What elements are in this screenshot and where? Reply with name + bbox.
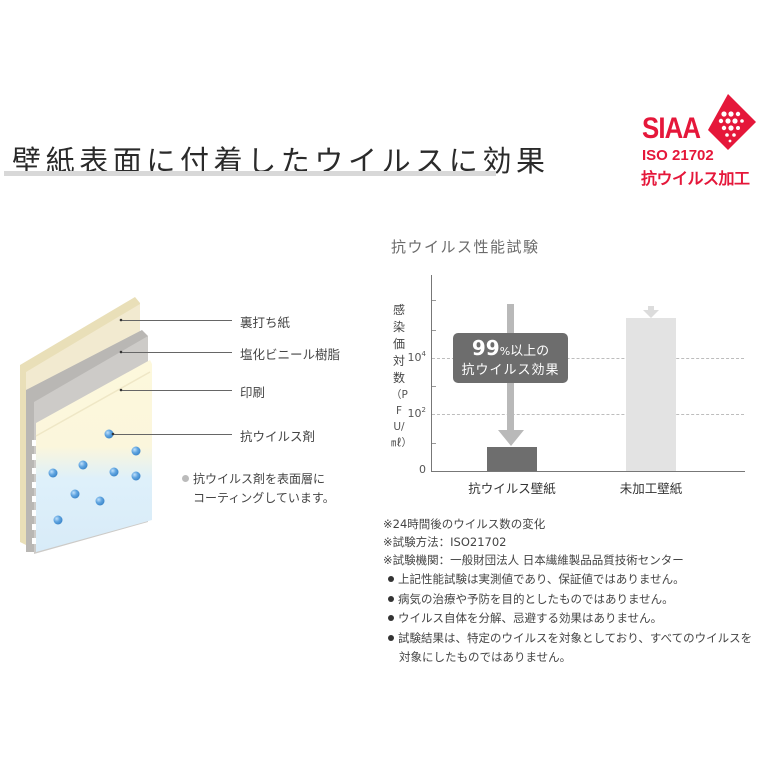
coating-note-line-1: 抗ウイルス剤を表面層に <box>193 472 326 486</box>
leader-line-antiviral <box>114 434 232 435</box>
callout-line-2: 抗ウイルス効果 <box>461 363 560 378</box>
y-tick <box>432 330 436 331</box>
chart-title: 抗ウイルス性能試験 <box>391 238 540 256</box>
note-line: ※24時間後のウイルス数の変化 <box>383 517 546 531</box>
disclaimer-item: 上記性能試験は実測値であり、保証値ではありません。 <box>388 570 752 590</box>
siaa-label: 抗ウイルス加工 <box>641 169 750 188</box>
y-tick-label-10-2: 102 <box>407 406 426 420</box>
siaa-diamond-icon <box>708 94 756 150</box>
disclaimer-continuation: 対象にしたものではありません。 <box>399 650 572 664</box>
note-line: ※試験機関：一般財団法人 日本繊維製品品質技術センター <box>383 553 684 567</box>
siaa-brand: SIAA <box>642 112 701 145</box>
leader-line-pvc <box>122 352 232 353</box>
callout-number: 99 <box>471 336 500 360</box>
layer-label-antiviral-agent: 抗ウイルス剤 <box>240 429 316 444</box>
disclaimers: 上記性能試験は実測値であり、保証値ではありません。 病気の治療や予防を目的とした… <box>388 570 752 668</box>
title-underline <box>4 171 496 176</box>
x-label-antiviral-wallpaper: 抗ウイルス壁紙 <box>468 481 556 496</box>
y-tick-label-10-4: 104 <box>407 350 426 364</box>
siaa-logo: SIAA ISO 21702 抗ウイルス加工 <box>636 92 756 192</box>
bullet-icon <box>388 576 394 582</box>
bar-untreated-wallpaper <box>626 318 676 471</box>
leader-line-print <box>122 390 232 391</box>
callout-percent: % <box>499 345 511 358</box>
gridline-10-4 <box>432 358 744 359</box>
layer-label-print: 印刷 <box>240 385 266 400</box>
gridline-10-2 <box>432 414 744 415</box>
disclaimer-item: 病気の治療や予防を目的としたものではありません。 <box>388 590 752 610</box>
disclaimer-item: 試験結果は、特定のウイルスを対象としており、すべてのウイルスを <box>388 629 752 649</box>
y-tick <box>432 443 436 444</box>
layer-label-pvc-resin: 塩化ビニール樹脂 <box>240 347 341 362</box>
x-axis <box>431 471 745 472</box>
small-down-arrow-icon <box>643 306 659 318</box>
x-label-untreated-wallpaper: 未加工壁紙 <box>619 481 683 496</box>
bullet-icon <box>388 595 394 602</box>
y-tick-label-0: 0 <box>419 463 426 476</box>
y-tick <box>432 300 436 301</box>
y-axis-unit: （PFU/㎖） <box>391 389 412 449</box>
bullet-icon <box>182 475 189 482</box>
coating-note-line-2: コーティングしています。 <box>193 491 335 505</box>
bullet-icon <box>388 615 394 621</box>
reduction-callout: 99%以上の 抗ウイルス効果 <box>453 333 568 383</box>
bar-antiviral-wallpaper <box>487 447 537 471</box>
note-line: ※試験方法：ISO21702 <box>383 535 507 549</box>
coating-note: 抗ウイルス剤を表面層に コーティングしています。 <box>182 470 335 508</box>
wallpaper-layers-illustration <box>20 297 152 554</box>
test-notes: ※24時間後のウイルス数の変化 ※試験方法：ISO21702 ※試験機関：一般財… <box>383 515 684 569</box>
y-axis-label-text: 感染価対数 <box>392 303 405 385</box>
callout-suffix: 以上の <box>510 344 550 359</box>
layer-label-backing-paper: 裏打ち紙 <box>240 315 291 330</box>
y-tick <box>432 386 436 387</box>
disclaimer-item: ウイルス自体を分解、忌避する効果はありません。 <box>388 609 752 629</box>
siaa-standard: ISO 21702 <box>642 147 714 164</box>
leader-line-backing <box>122 320 232 321</box>
y-axis-label: 感染価対数 （PFU/㎖） <box>391 302 412 451</box>
y-axis <box>431 275 432 472</box>
bullet-icon <box>388 634 394 641</box>
